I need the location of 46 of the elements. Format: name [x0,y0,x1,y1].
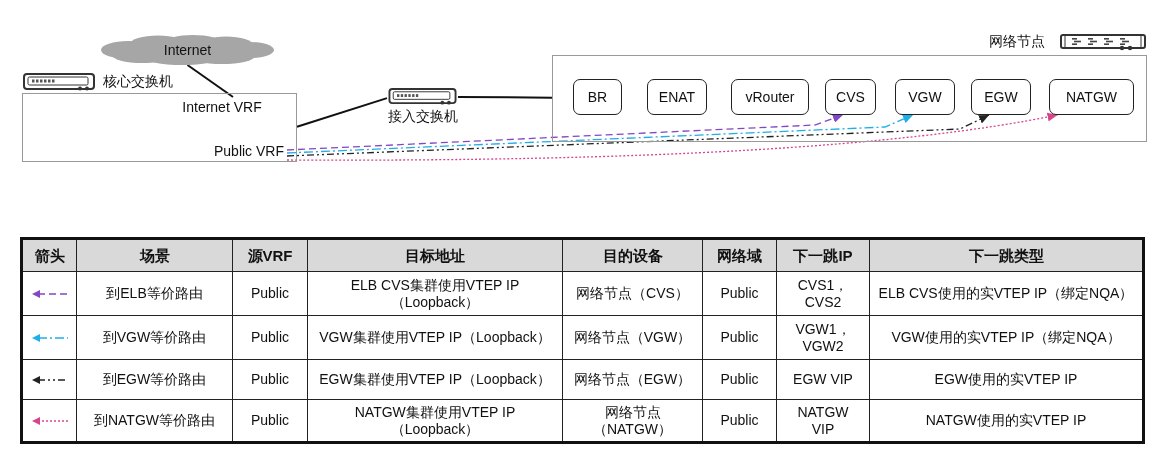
column-header: 箭头 [21,238,77,272]
column-header: 目的设备 [562,238,703,272]
process-box: VGW [895,79,955,115]
table-cell: ELB CVS集群使用VTEP IP（Loopback） [307,271,563,316]
panel-title: 网络节点 [989,32,1045,50]
process-box: BR [573,79,622,115]
process-box: CVS [825,79,876,115]
column-header: 下一跳IP [776,238,870,272]
vrf-label: Internet VRF [172,97,272,117]
column-header: 源VRF [232,238,308,272]
table-cell: Public [702,315,777,360]
table-cell: 网络节点（VGW） [562,315,703,360]
column-header: 目标地址 [307,238,563,272]
vrf-label: Public VRF [205,141,287,161]
process-box: ENAT [647,79,707,115]
connector-line [186,64,234,98]
connector-line [457,96,553,99]
column-header: 下一跳类型 [869,238,1144,272]
process-box: NATGW [1049,79,1134,115]
table-cell: VGW1，VGW2 [776,315,870,360]
connector-line [296,97,388,128]
table-cell: Public [702,271,777,316]
table-cell: EGW集群使用VTEP IP（Loopback） [307,359,563,400]
table-cell: 到EGW等价路由 [76,359,233,400]
column-header: 网络域 [702,238,777,272]
table-cell: Public [702,359,777,400]
dashed-arrow [286,114,844,151]
dashed-arrow [286,114,914,154]
table-cell: 网络节点（EGW） [562,359,703,400]
table-cell: VGW集群使用VTEP IP（Loopback） [307,315,563,360]
table-cell: 到ELB等价路由 [76,271,233,316]
node-label: 接入交换机 [387,107,458,125]
table-cell: EGW VIP [776,359,870,400]
dashed-arrow [286,114,990,157]
table-cell: 到VGW等价路由 [76,315,233,360]
table-cell: Public [232,271,308,316]
process-box: vRouter [731,79,809,115]
process-box: EGW [971,79,1031,115]
table-cell: CVS1，CVS2 [776,271,870,316]
table-cell: 网络节点（CVS） [562,271,703,316]
table-cell: Public [232,315,308,360]
node-label: Internet [163,41,212,59]
column-header: 场景 [76,238,233,272]
dashed-arrow [286,112,1059,161]
panel-title: 核心交换机 [103,72,173,90]
table-cell: Public [232,359,308,400]
